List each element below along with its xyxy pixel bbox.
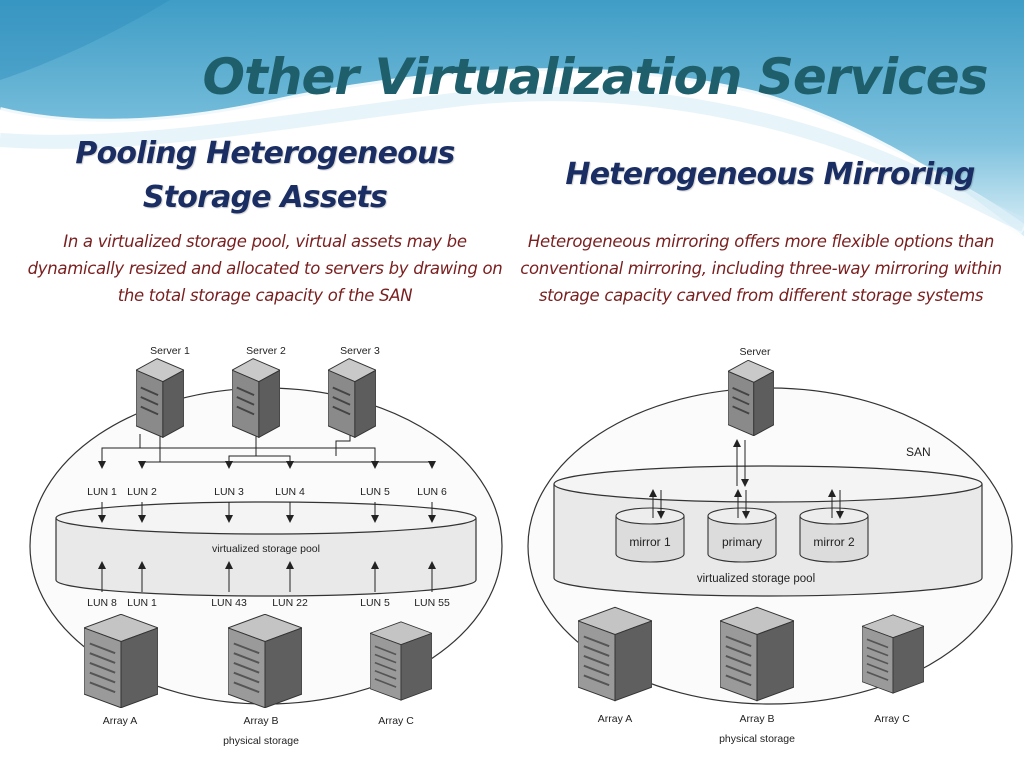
virtual-lun-label: LUN 5: [360, 486, 390, 498]
volume-label: mirror 2: [813, 535, 855, 549]
left-description: In a virtualized storage pool, virtual a…: [27, 232, 503, 305]
server-tower-icon: [328, 358, 376, 438]
mirror-arrows: [649, 439, 844, 519]
server-tower-icon: [136, 358, 184, 438]
physical-lun-label: LUN 22: [272, 597, 308, 609]
array-label: Array C: [378, 715, 414, 727]
primary-volume: [707, 507, 777, 563]
storage-array-icon: [578, 606, 652, 702]
lun-pool-arrows: [98, 502, 436, 592]
physical-storage-label: physical storage: [719, 733, 795, 745]
left-heading: Pooling Heterogeneous Storage Assets: [30, 132, 500, 219]
server-lun-wiring: [98, 434, 436, 469]
array-label: Array A: [598, 713, 632, 725]
right-description: Heterogeneous mirroring offers more flex…: [520, 232, 1002, 305]
physical-lun-label: LUN 43: [211, 597, 247, 609]
virtual-lun-label: LUN 4: [275, 486, 305, 498]
virtual-lun-label: LUN 2: [127, 486, 157, 498]
virtualized-pool-cylinder: [55, 501, 477, 597]
volume-label: primary: [722, 535, 762, 549]
slide-title: Other Virtualization Services: [202, 48, 989, 106]
server-tower-icon: [232, 358, 280, 438]
storage-array-icon: [228, 614, 302, 708]
san-label: SAN: [906, 445, 931, 459]
pool-label: virtualized storage pool: [697, 573, 815, 585]
array-label: Array C: [874, 713, 910, 725]
array-label: Array B: [739, 713, 774, 725]
left-heading-line2: Storage Assets: [142, 179, 388, 215]
left-heading-line1: Pooling Heterogeneous: [75, 136, 455, 171]
server-label: Server: [740, 346, 771, 358]
physical-lun-label: LUN 5: [360, 597, 390, 609]
virtual-lun-label: LUN 3: [214, 486, 244, 498]
storage-array-icon: [862, 613, 924, 695]
storage-array-icon: [720, 606, 794, 702]
server-label: Server 1: [150, 345, 190, 357]
virtual-lun-label: LUN 1: [87, 486, 117, 498]
storage-pool-diagram: virtualized storage pool Server 1 Server…: [29, 345, 503, 747]
virtual-lun-label: LUN 6: [417, 486, 447, 498]
server-tower-icon: [728, 360, 774, 436]
physical-lun-label: LUN 1: [127, 597, 157, 609]
volume-label: mirror 1: [629, 535, 671, 549]
storage-array-icon: [370, 620, 432, 702]
server-label: Server 2: [246, 345, 286, 357]
pool-label: virtualized storage pool: [212, 543, 320, 555]
physical-lun-label: LUN 55: [414, 597, 450, 609]
physical-storage-label: physical storage: [223, 735, 299, 747]
array-label: Array A: [103, 715, 137, 727]
right-heading: Heterogeneous Mirroring: [565, 157, 975, 192]
mirroring-diagram: virtualized storage pool SAN Server mirr…: [527, 346, 1013, 745]
mirror-volume: [799, 507, 869, 563]
mirror-volume: [615, 507, 685, 563]
server-label: Server 3: [340, 345, 380, 357]
physical-lun-label: LUN 8: [87, 597, 117, 609]
storage-array-icon: [84, 614, 158, 708]
array-label: Array B: [243, 715, 278, 727]
